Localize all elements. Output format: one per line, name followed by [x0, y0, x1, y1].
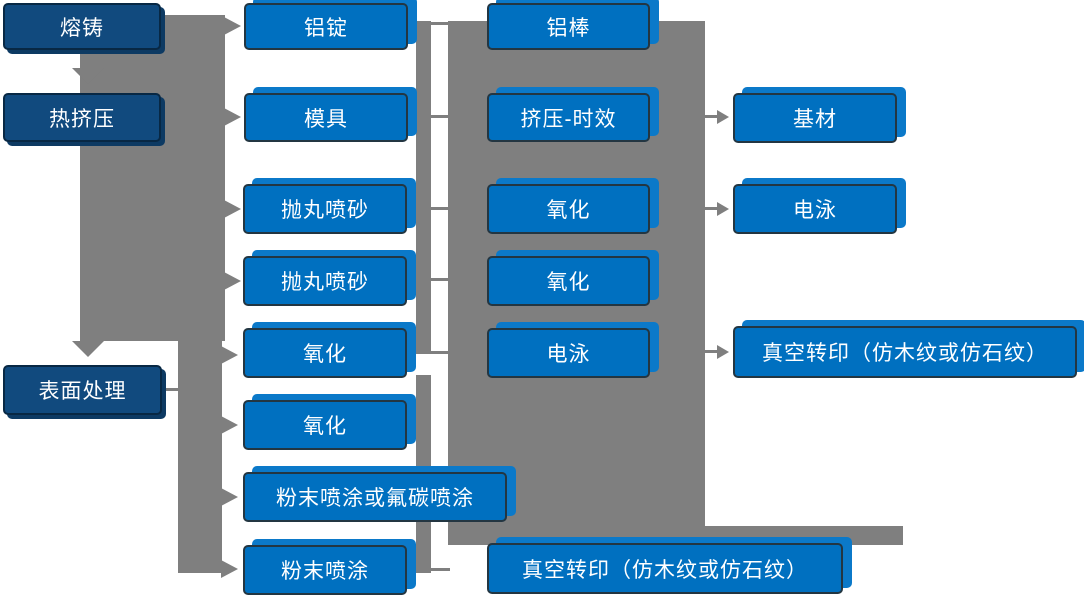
- arrow-down-icon: [72, 68, 104, 84]
- link-line-row1: [412, 22, 448, 25]
- node-hot-extrusion: 热挤压: [3, 93, 161, 142]
- arrow-right-icon: [717, 110, 729, 124]
- node-powder-coating: 粉末喷涂: [243, 545, 407, 595]
- link-line-row8: [429, 568, 450, 571]
- stage2-backdrop-bottom-strip: [448, 526, 903, 545]
- node-melting-casting: 熔铸: [3, 3, 161, 50]
- arrow-right-icon: [224, 108, 241, 126]
- node-electrophoresis-2: 电泳: [733, 184, 897, 234]
- collector-bar-upper: [416, 21, 431, 353]
- node-electrophoresis-1: 电泳: [487, 328, 650, 378]
- link-line-row3: [429, 207, 448, 210]
- node-oxidation-4: 氧化: [487, 256, 650, 306]
- node-oxidation-1: 氧化: [243, 328, 407, 378]
- stem-to-vacuum-transfer: [705, 350, 719, 353]
- node-aluminum-ingot: 铝锭: [244, 3, 408, 50]
- node-shot-blasting-1: 抛丸喷砂: [243, 184, 407, 234]
- link-line-row2: [429, 115, 448, 118]
- node-powder-or-fluorocarbon-coating: 粉末喷涂或氟碳喷涂: [243, 472, 507, 522]
- node-surface-treatment: 表面处理: [3, 365, 162, 415]
- link-line-row5: [407, 351, 448, 354]
- node-vacuum-transfer-right: 真空转印（仿木纹或仿石纹）: [733, 326, 1077, 378]
- node-mold: 模具: [244, 93, 408, 142]
- node-oxidation-3: 氧化: [487, 184, 650, 234]
- node-shot-blasting-2: 抛丸喷砂: [243, 256, 407, 306]
- stem-to-base-material: [705, 115, 719, 118]
- arrow-right-icon: [717, 345, 729, 359]
- node-oxidation-2: 氧化: [243, 400, 407, 450]
- node-vacuum-transfer-bottom: 真空转印（仿木纹或仿石纹）: [487, 543, 843, 594]
- surface-treatment-link-line: [162, 388, 178, 391]
- arrow-right-icon: [221, 560, 238, 578]
- node-extrusion-aging: 挤压-时效: [487, 93, 650, 142]
- node-aluminum-rod: 铝棒: [487, 3, 650, 50]
- node-base-material: 基材: [733, 93, 897, 143]
- stem-to-electrophoresis: [705, 207, 719, 210]
- arrow-right-icon: [717, 202, 729, 216]
- arrow-right-icon: [221, 346, 238, 364]
- arrow-right-icon: [224, 17, 241, 35]
- surface-treatment-connector-band: [178, 341, 222, 573]
- main-connector-band: [80, 15, 225, 341]
- arrow-right-icon: [224, 200, 241, 218]
- arrow-right-icon: [221, 488, 238, 506]
- link-line-row4: [429, 278, 448, 281]
- arrow-right-icon: [224, 272, 241, 290]
- arrow-down-icon: [72, 341, 104, 357]
- arrow-right-icon: [221, 416, 238, 434]
